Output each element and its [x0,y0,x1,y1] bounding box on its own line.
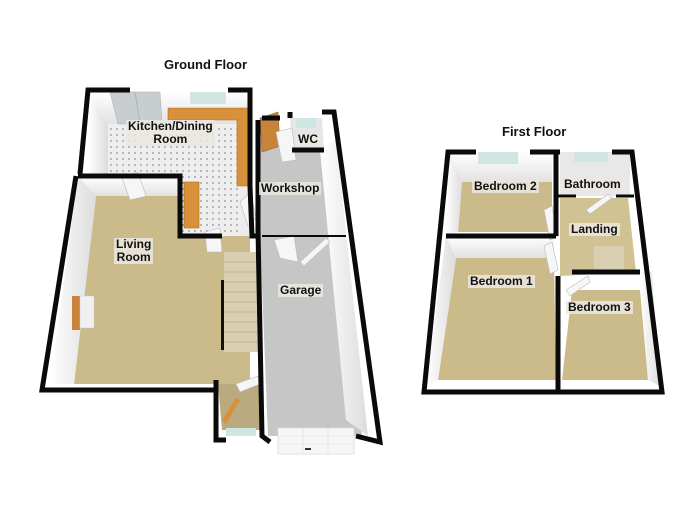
bathroom-window [574,152,608,162]
room-label-line-1: Kitchen/Dining [128,119,213,133]
first-floor-title: First Floor [502,124,567,139]
room-label-line-2: Room [153,132,188,146]
ground-internal-doors [121,127,331,393]
room-label-wc: WC [296,132,320,146]
ground-floor-plan [39,87,383,455]
room-label-bedroom-3: Bedroom 3 [566,300,633,314]
first-floor-plan [421,149,665,395]
front-door [222,398,240,424]
room-label-living-room: Living Room [114,237,154,264]
ground-floor-title: Ground Floor [164,57,248,72]
room-label-bedroom-2: Bedroom 2 [472,179,539,193]
bedroom-2-floor [458,182,552,232]
room-label-bathroom: Bathroom [562,177,623,191]
kitchen-worktop-island [183,181,200,229]
bedroom-2-window [478,152,518,164]
room-label-kitchen-dining: Kitchen/Dining Room [126,120,215,146]
room-label-line-1: Living [116,237,152,251]
ground-stairs [221,252,258,352]
room-label-bedroom-1: Bedroom 1 [468,274,535,288]
room-label-workshop: Workshop [259,181,322,195]
room-label-line-2: Room [116,250,151,264]
room-label-garage: Garage [278,283,324,297]
garage-door [277,427,355,455]
first-internal-doors [543,193,613,297]
fireplace [72,296,80,330]
room-label-landing: Landing [569,222,620,236]
landing-stairs [594,246,624,270]
kitchen-window [190,92,226,104]
bedroom-1-floor [438,258,556,380]
